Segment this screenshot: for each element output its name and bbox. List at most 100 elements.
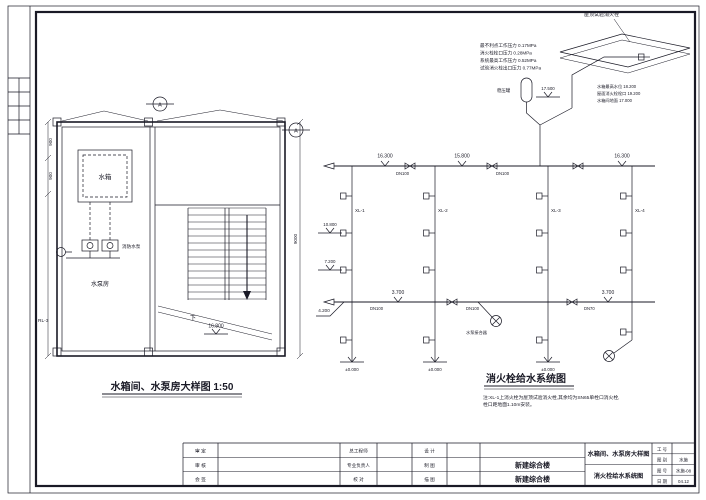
sig-label: 审 定 xyxy=(195,448,206,455)
column-icon xyxy=(276,347,286,357)
roof-elevation-notes: 水箱最高水位 18.200 屋面消火栓栓口 19.200 水箱间地面 17.00… xyxy=(597,83,641,104)
hydrant-icon xyxy=(536,192,549,200)
column-icon xyxy=(144,347,153,357)
dim-label: 900 xyxy=(48,138,53,146)
role-label: 校 对 xyxy=(353,476,364,483)
riser-label: XL-1 xyxy=(355,208,365,213)
hydrant-icon xyxy=(620,266,633,274)
note-line: 最不利点工作压力 0.17MPa xyxy=(480,42,537,49)
role-label: 制 图 xyxy=(424,462,435,469)
role-label: 专业负责人 xyxy=(347,462,370,469)
stairs: 下 16.800 xyxy=(157,207,273,341)
role-label: 设 计 xyxy=(424,448,435,455)
stair-treads xyxy=(188,207,266,300)
sig-label: 会 签 xyxy=(195,476,206,483)
field-label: 图 别 xyxy=(657,457,667,464)
pump-group: 消防水泵 水泵房 xyxy=(56,202,141,288)
elevation-label: 3.700 xyxy=(602,290,615,296)
riser-label: XL-3 xyxy=(551,208,561,213)
riser-label: XL-4 xyxy=(635,208,645,213)
elevation-mark-icon xyxy=(317,264,343,271)
project-name: 新建综合楼 xyxy=(515,475,550,484)
elevation-mark-icon xyxy=(385,296,411,303)
hydrant-icon xyxy=(423,336,436,344)
elevation-label: 10.800 xyxy=(323,222,337,227)
pump-joint-icon xyxy=(603,350,615,362)
field-label: 图 号 xyxy=(657,468,668,474)
hydrant-icon xyxy=(340,336,353,344)
hydrant-icon xyxy=(536,229,549,237)
ground-elevation: ±0.000 xyxy=(541,367,555,372)
field-value: 04.12 xyxy=(678,479,690,484)
plan-columns xyxy=(52,117,286,357)
pump-label: 消防水泵 xyxy=(122,243,141,250)
hydrants xyxy=(340,192,633,344)
pump-room-label: 水泵房 xyxy=(91,280,109,288)
pump-joints: 水泵接合器 xyxy=(466,301,633,362)
project-name: 新建综合楼 xyxy=(515,461,550,470)
riser-label: XL-2 xyxy=(438,208,448,213)
elevation-mark-icon xyxy=(535,91,561,98)
gauge-icon xyxy=(56,247,66,257)
note-line: 试验消火栓出口压力 0.77MPa xyxy=(480,65,541,72)
plan-walls xyxy=(56,109,286,357)
rl-label: RL-3 xyxy=(38,318,49,324)
elevation-label: 15.800 xyxy=(454,154,470,160)
note-line: 系统最高工作压力 0.52MPa xyxy=(480,57,537,64)
tank-pipes xyxy=(89,202,111,240)
hydrant-icon xyxy=(620,192,633,200)
binding-strip-cells xyxy=(8,77,30,135)
elevation-mark-icon xyxy=(449,160,475,167)
system-note: 注:XL-1上消火栓为屋顶试验消火栓,其余均为SN65单栓口消火栓, xyxy=(483,394,619,401)
note-line: 水箱最高水位 18.200 xyxy=(597,83,637,90)
field-label: 工 号 xyxy=(657,447,668,453)
pipe-size-label: DN100 xyxy=(396,171,410,176)
system-diagram: 16.300 15.800 16.300 DN100 DN100 XL-1 XL… xyxy=(316,154,655,408)
elevation-mark-icon xyxy=(203,328,229,335)
plan-dimensions: 900 900 9000 RL-3 xyxy=(38,118,304,360)
risers: XL-1 XL-2 XL-3 XL-4 xyxy=(351,166,645,362)
note-line: 消火栓栓口压力 0.28MPa xyxy=(480,50,532,57)
elevation-mark-icon xyxy=(609,160,635,167)
field-value: 水施 xyxy=(679,457,688,464)
roof-slab-edge xyxy=(559,39,691,74)
plan-title: 水箱间、水泵房大样图 1:50 xyxy=(110,380,234,393)
down-label: 下 xyxy=(190,315,196,322)
hydrant-icon xyxy=(536,266,549,274)
elevation-label: 16.300 xyxy=(377,154,393,160)
stair-direction-arrow-icon xyxy=(243,291,251,300)
section-letter: A xyxy=(158,103,162,109)
dim-label: 9000 xyxy=(293,233,298,244)
section-mark-a-top: A xyxy=(146,96,174,112)
hydrant-icon xyxy=(340,266,353,274)
hydrant-icon xyxy=(340,192,353,200)
hydrant-icon xyxy=(620,229,633,237)
pipe-size-label: DN70 xyxy=(584,306,595,311)
field-value: 水施-08 xyxy=(676,467,692,474)
elevation-label: 7.200 xyxy=(325,259,337,264)
break-line xyxy=(157,305,273,341)
branch-elevation: 4.200 xyxy=(318,308,330,313)
system-note: 栓口距地面1.10m安装。 xyxy=(483,401,535,408)
drawing-title: 消火栓给水系统图 xyxy=(594,472,644,480)
tank-label: 水箱 xyxy=(99,172,113,181)
plan-view: A A 水箱 消防水泵 水泵房 下 16.80 xyxy=(38,96,310,398)
hydrant-icon xyxy=(423,229,436,237)
sheet-frame xyxy=(7,5,700,494)
hydrant-icon xyxy=(620,328,633,336)
pipe-size-label: DN100 xyxy=(370,306,384,311)
roof-detail: 屋顶试验消火栓 稳压罐 17.500 最不利点工作压力 0.17MPa 消火栓栓… xyxy=(480,11,691,166)
role-label: 总工程师 xyxy=(349,448,368,455)
pump-icon xyxy=(106,242,114,249)
system-title: 消火栓给水系统图 xyxy=(486,372,566,385)
water-tank: 水箱 xyxy=(77,149,133,203)
pipe-size-label: DN100 xyxy=(496,171,510,176)
pipe-size-label: DN100 xyxy=(466,306,480,311)
dim-label: 900 xyxy=(48,172,53,180)
pressure-tank-icon xyxy=(520,77,533,103)
hydrant-icon xyxy=(423,192,436,200)
level-marks: 10.800 7.200 xyxy=(317,222,343,271)
note-line: 屋面消火栓栓口 19.200 xyxy=(597,90,641,97)
pump-joint-icon xyxy=(490,315,502,327)
